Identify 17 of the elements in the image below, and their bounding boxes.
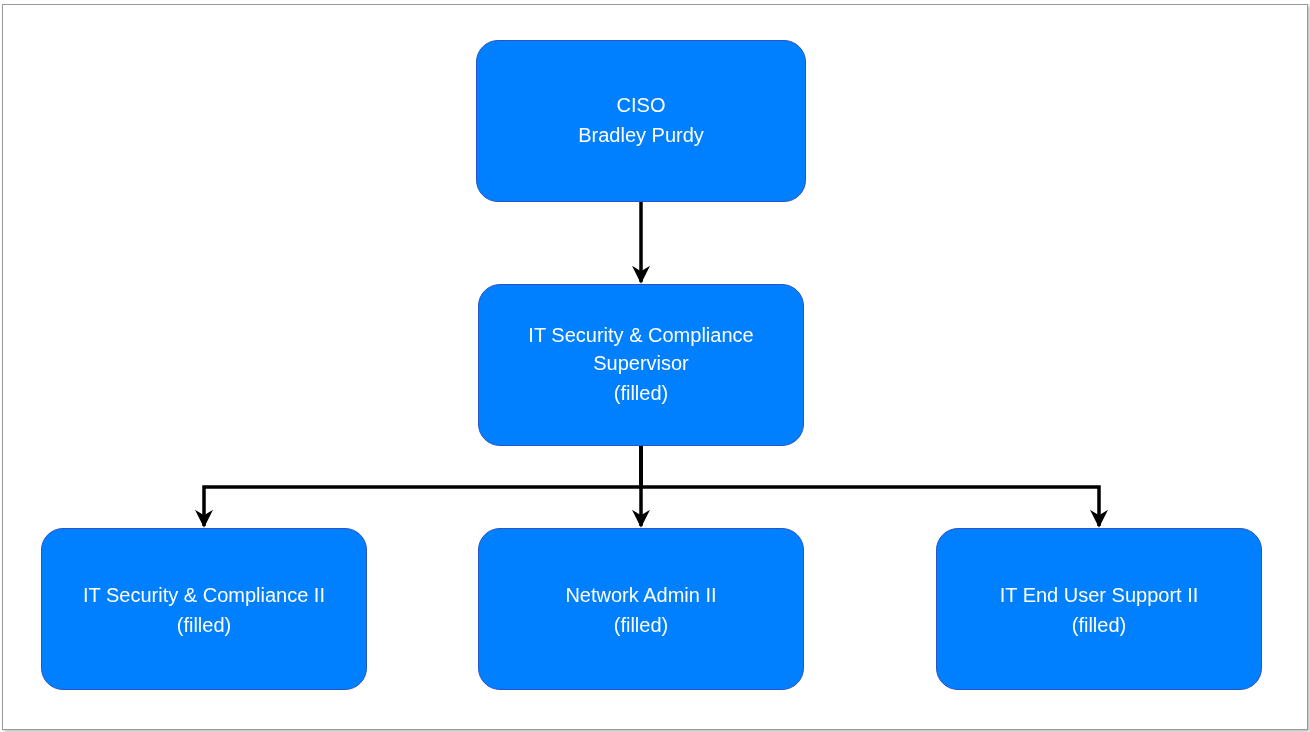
role-box bbox=[476, 40, 806, 202]
role-status: (filled) bbox=[1071, 613, 1127, 638]
role-status: (filled) bbox=[613, 613, 669, 638]
role-status: (filled) bbox=[613, 381, 669, 406]
role-title: IT End User Support II bbox=[999, 583, 1199, 608]
connector-arrow bbox=[639, 446, 1108, 528]
role-title: Network Admin II bbox=[565, 583, 717, 608]
role-title: CISO bbox=[616, 93, 666, 118]
role-title: IT Security & Compliance II bbox=[83, 583, 325, 608]
role-box bbox=[478, 528, 804, 690]
role-status: (filled) bbox=[176, 613, 232, 638]
role-box bbox=[936, 528, 1262, 690]
connector-arrow bbox=[632, 202, 650, 284]
role-box bbox=[41, 528, 367, 690]
role-box bbox=[478, 284, 804, 446]
role-status: Bradley Purdy bbox=[578, 123, 704, 148]
role-title: IT Security & Compliance Supervisor bbox=[527, 323, 755, 376]
